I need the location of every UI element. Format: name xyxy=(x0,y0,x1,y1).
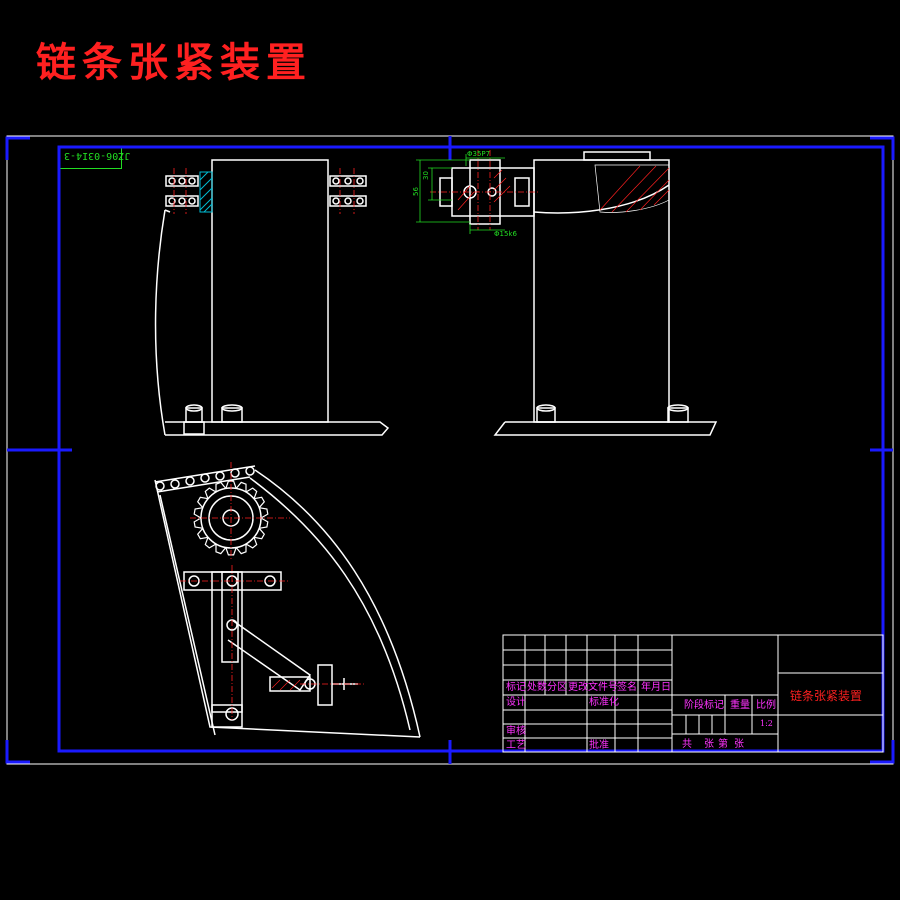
tb-sheets-total: 共 xyxy=(682,739,692,750)
tb-sheet-unit: 张 xyxy=(734,739,744,750)
tb-standard: 标准化 xyxy=(589,697,619,708)
tb-process: 工艺 xyxy=(506,740,526,751)
side-view xyxy=(439,151,718,436)
drawing-title: 链条张紧装置 xyxy=(36,39,312,86)
front-view xyxy=(154,159,390,436)
drawing-code-box xyxy=(59,147,122,169)
tb-name: 链条张紧装置 xyxy=(790,689,863,703)
tb-stage-mark: 阶段标记 xyxy=(684,700,724,711)
corner-markers xyxy=(5,136,895,764)
side-view-hatch xyxy=(457,164,670,213)
sprocket-view xyxy=(154,465,421,738)
tb-mark: 标记 xyxy=(506,682,526,693)
side-view-dimensions xyxy=(416,154,505,234)
tb-approve: 批准 xyxy=(589,740,609,751)
tb-count: 处数 xyxy=(527,682,547,693)
tb-zone: 分区 xyxy=(547,682,567,693)
sprocket-hatch xyxy=(271,679,301,691)
tb-review: 审核 xyxy=(506,726,526,737)
sprocket-centerlines xyxy=(180,462,365,720)
front-view-centerlines xyxy=(173,168,355,214)
tb-scale-value: 1:2 xyxy=(760,719,773,728)
title-block-grid xyxy=(502,634,884,753)
front-view-hatch xyxy=(199,171,213,213)
dim-h2: 30 xyxy=(422,171,430,180)
dim-d2: Φ15k6 xyxy=(494,230,517,238)
tb-sign: 签名 xyxy=(617,682,637,693)
side-view-centerlines xyxy=(430,150,540,230)
tb-design: 设计 xyxy=(506,697,526,708)
tb-sheet-no: 第 xyxy=(718,739,728,750)
dim-h1: 56 xyxy=(412,187,420,196)
tb-date: 年月日 xyxy=(641,682,671,693)
tb-scale: 比例 xyxy=(756,700,776,711)
outer-frame xyxy=(6,135,894,765)
inner-border xyxy=(57,145,885,753)
tb-doc-no: 更改文件号 xyxy=(568,682,618,693)
tb-weight: 重量 xyxy=(730,700,750,711)
dim-d1: Φ35P7 xyxy=(467,150,490,158)
tb-sheets-unit: 张 xyxy=(704,739,714,750)
